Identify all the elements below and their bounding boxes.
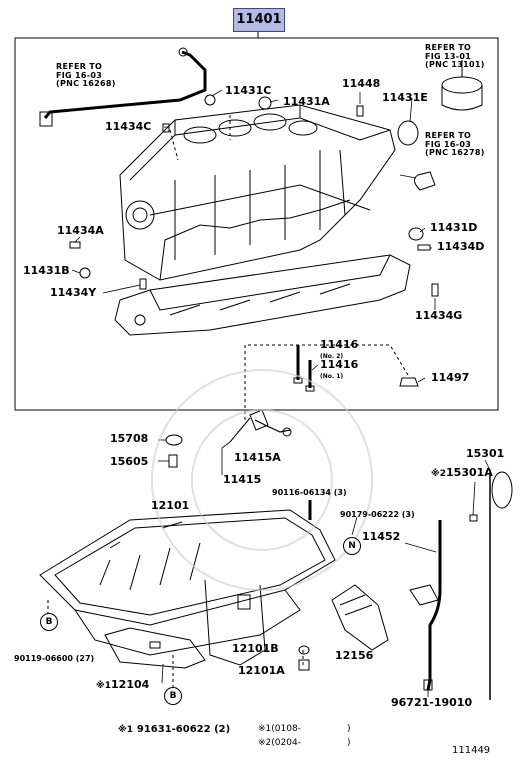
- baffle-12104: [104, 627, 206, 669]
- part-12101b[interactable]: 12101B: [232, 642, 279, 655]
- plug-11431d: [408, 227, 424, 241]
- stiffener-12156: [331, 584, 389, 651]
- plug-11431a: [258, 96, 272, 110]
- footnote-1-mark: ※1: [258, 724, 272, 734]
- circle-mark-b-left: B: [40, 613, 58, 631]
- part-11434c[interactable]: 11434C: [105, 120, 152, 133]
- part-11416-no2-note: (No. 2): [320, 353, 344, 360]
- part-11497[interactable]: 11497: [431, 371, 470, 384]
- part-11434y[interactable]: 11434Y: [50, 286, 97, 299]
- pin-11434d: [417, 244, 431, 251]
- part-91631-number: 91631-60622 (2): [136, 724, 231, 735]
- pin-11434g: [431, 283, 439, 297]
- mark-15301a: ※2: [431, 469, 447, 479]
- part-11434g[interactable]: 11434G: [415, 309, 463, 322]
- part-90116[interactable]: 90116-06134 (3): [272, 488, 347, 497]
- part-90119[interactable]: 90119-06600 (27): [14, 654, 95, 663]
- plug-15605: [168, 454, 178, 468]
- part-15301a-number: 15301A: [446, 466, 493, 479]
- part-91631[interactable]: ※1 91631-60622 (2): [118, 723, 230, 736]
- part-11431b[interactable]: 11431B: [23, 264, 70, 277]
- part-15708[interactable]: 15708: [110, 432, 149, 445]
- footnote-2-text: (0204-: [271, 738, 301, 748]
- part-11431a[interactable]: 11431A: [283, 95, 330, 108]
- mark-91631: ※1: [118, 725, 134, 735]
- part-11452[interactable]: 11452: [362, 530, 401, 543]
- plug-11431c: [204, 94, 216, 106]
- dipstick-guide: [426, 520, 442, 691]
- pin-11434a: [69, 241, 81, 249]
- part-11434d[interactable]: 11434D: [437, 240, 485, 253]
- footnote-1-text: (0108-: [271, 724, 301, 734]
- mark-12104: ※1: [96, 681, 112, 691]
- part-96721[interactable]: 96721-19010: [391, 696, 473, 709]
- part-15301a[interactable]: ※215301A: [431, 467, 493, 480]
- pipe-elbow: [414, 171, 436, 191]
- circle-mark-b-bottom: B: [164, 687, 182, 705]
- footnote-2-mark: ※2: [258, 738, 272, 748]
- part-11416-no1[interactable]: 11416 (No. 1): [320, 359, 358, 383]
- part-12101a[interactable]: 12101A: [238, 664, 285, 677]
- pipe-fitting: [39, 111, 53, 127]
- part-12156[interactable]: 12156: [335, 649, 374, 662]
- crankcase-lower: [114, 254, 411, 336]
- assembly-number[interactable]: 11401: [233, 8, 285, 32]
- plug-11497: [399, 377, 419, 387]
- part-11415[interactable]: 11415: [223, 473, 262, 486]
- part-90179[interactable]: 90179-06222 (3): [340, 510, 415, 519]
- footnote-2: ※2(0204-): [258, 737, 350, 749]
- diagram-code: 111449: [452, 745, 491, 756]
- pin-11434c: [162, 123, 170, 133]
- oil-pan: [39, 509, 336, 666]
- pin-11448: [356, 105, 364, 117]
- part-11431c[interactable]: 11431C: [225, 84, 272, 97]
- gasket-15708: [165, 434, 183, 446]
- part-12101[interactable]: 12101: [151, 499, 190, 512]
- part-11416-no1-note: (No. 1): [320, 373, 344, 380]
- footnote-2-end: ): [346, 738, 351, 748]
- part-12104-number: 12104: [111, 678, 150, 691]
- circle-mark-n: N: [343, 537, 361, 555]
- cylinder-block: [119, 104, 396, 281]
- part-11415a[interactable]: 11415A: [234, 451, 281, 464]
- part-11416-no2[interactable]: 11416 (No. 2): [320, 339, 358, 363]
- part-11434a[interactable]: 11434A: [57, 224, 104, 237]
- part-15301[interactable]: 15301: [466, 447, 505, 460]
- part-11448[interactable]: 11448: [342, 77, 381, 90]
- part-11431e[interactable]: 11431E: [382, 91, 428, 104]
- part-15605[interactable]: 15605: [110, 455, 149, 468]
- plug-11431b: [79, 267, 91, 279]
- footnote-1-end: ): [346, 724, 351, 734]
- plug-11431e: [397, 120, 419, 146]
- part-11431d[interactable]: 11431D: [430, 221, 478, 234]
- part-11416-no1-number: 11416: [320, 358, 359, 371]
- watermark-emblem: [151, 369, 373, 591]
- pin-11434y: [139, 278, 147, 290]
- footnote-1: ※1(0108-): [258, 723, 350, 735]
- part-11416-no2-number: 11416: [320, 338, 359, 351]
- part-12104[interactable]: ※112104: [96, 679, 149, 692]
